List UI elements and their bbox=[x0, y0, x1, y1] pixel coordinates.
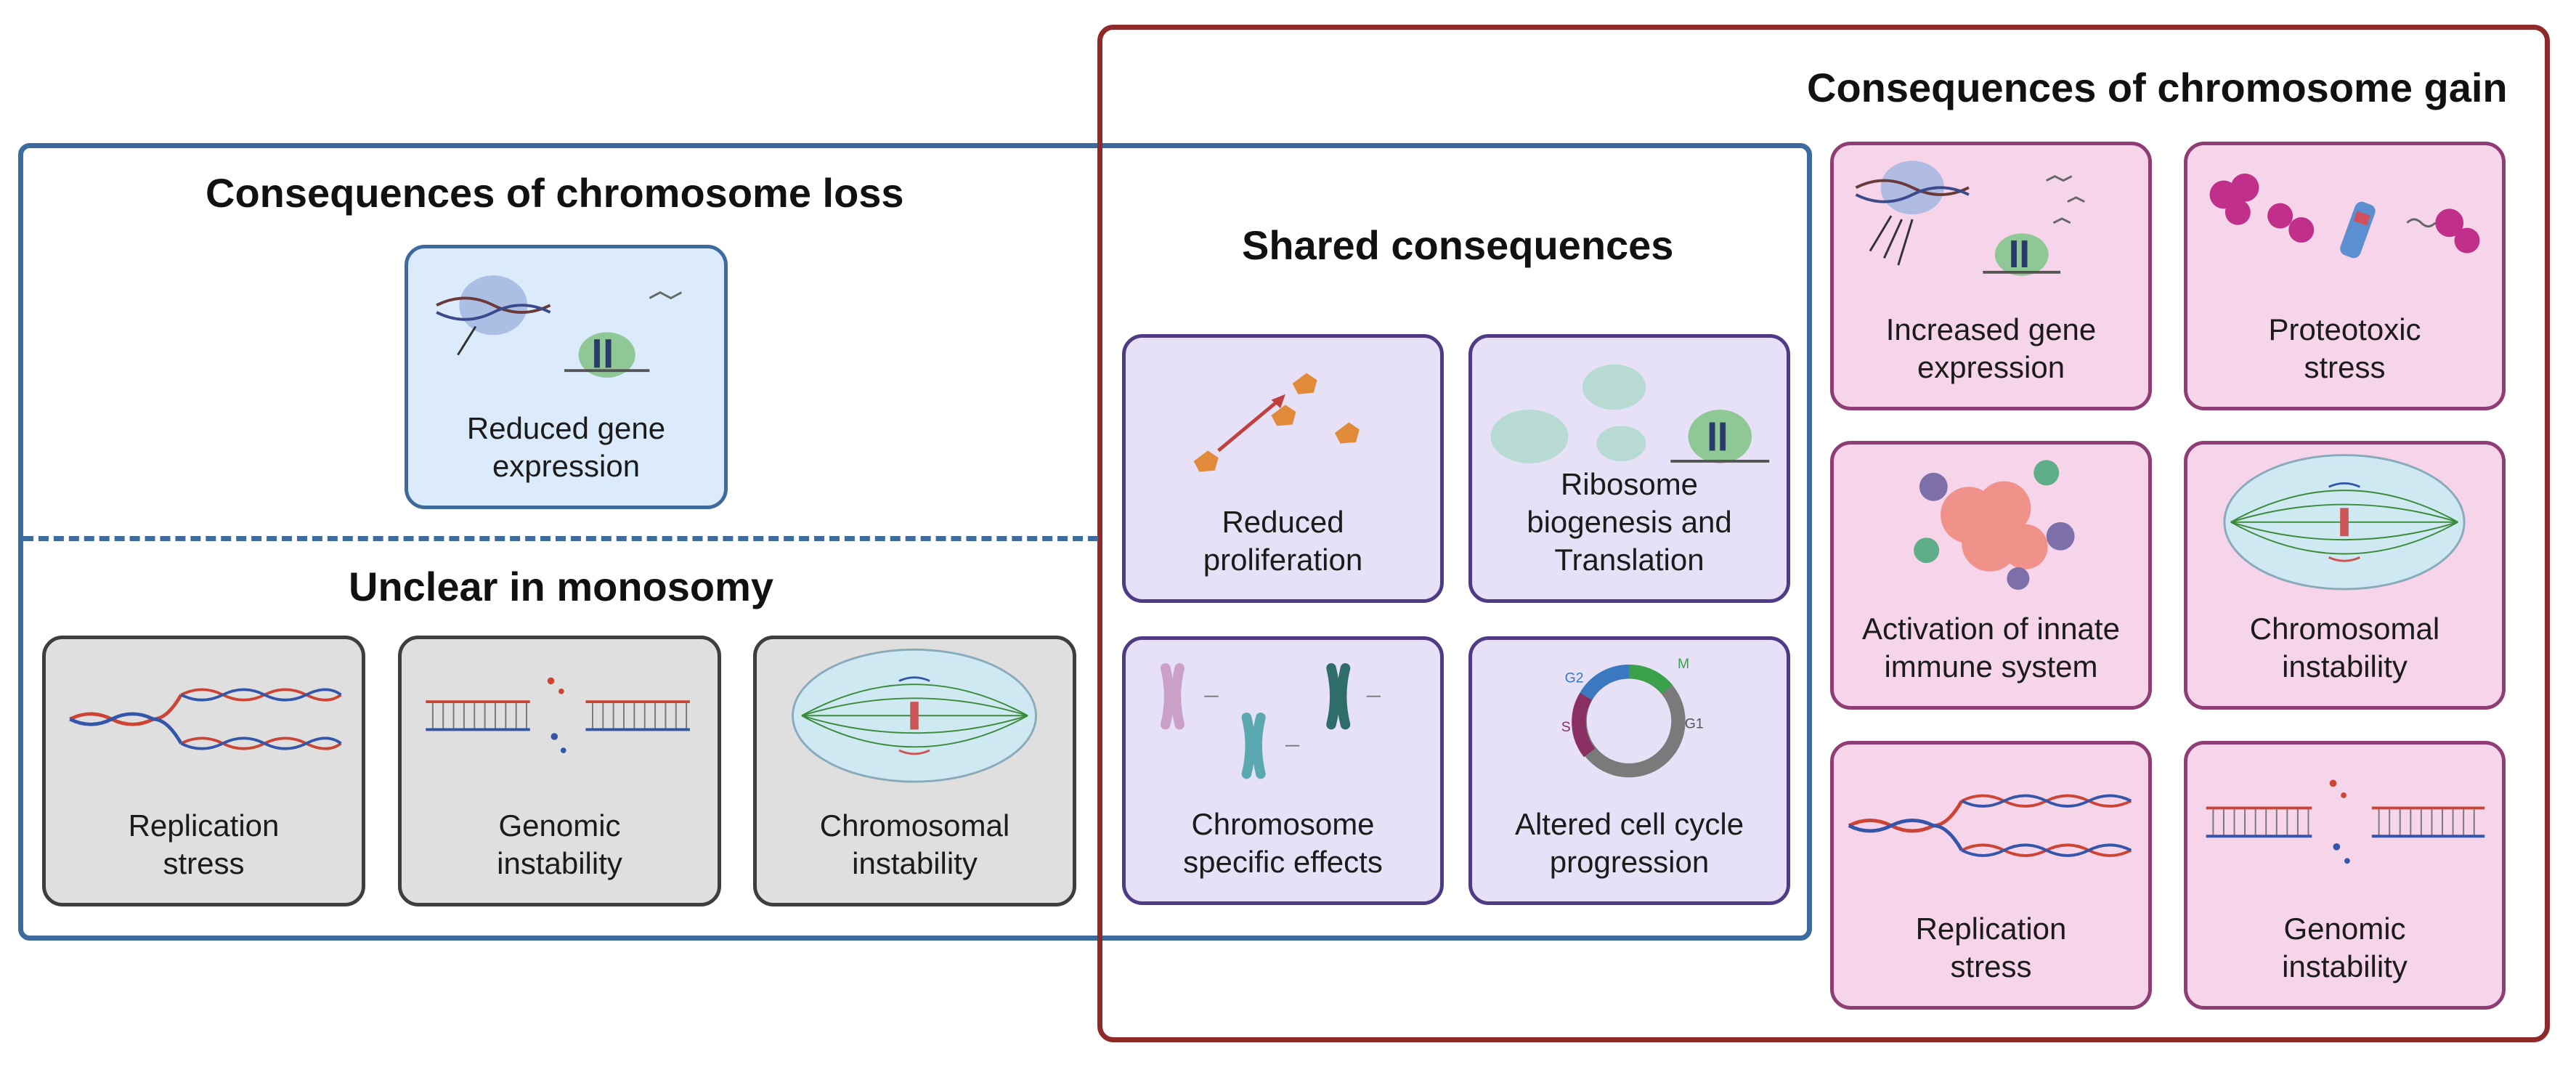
replication-fork-icon bbox=[1848, 794, 2132, 857]
chromosome-gain-frame bbox=[1097, 25, 2550, 1042]
card-label: Reduced gene expression bbox=[466, 411, 666, 483]
replication-fork-icon bbox=[69, 688, 342, 750]
card-altered-cell-cycle: M G1 S G2 Altered cell cycle progression bbox=[1468, 636, 1790, 905]
card-label: Genomic instability bbox=[2282, 912, 2408, 983]
monosomy-divider bbox=[23, 536, 1098, 541]
card-label: Proteotoxic stress bbox=[2268, 312, 2421, 384]
unclear-heading: Unclear in monosomy bbox=[349, 564, 774, 609]
cell-proliferation-icon bbox=[1193, 373, 1360, 472]
phase-s-label: S bbox=[1561, 719, 1571, 735]
phase-g1-label: G1 bbox=[1685, 715, 1704, 731]
card-label: Genomic instability bbox=[497, 808, 622, 880]
card-label: Reduced proliferation bbox=[1203, 505, 1363, 577]
ribosome-icon bbox=[1490, 364, 1770, 463]
card-proteotoxic-stress: Proteotoxic stress bbox=[2184, 142, 2506, 410]
card-label: Chromosomal instability bbox=[2249, 612, 2440, 683]
card-label: Replication stress bbox=[1915, 912, 2067, 983]
phase-m-label: M bbox=[1678, 656, 1689, 672]
card-chromosome-specific-effects: Chromosome specific effects bbox=[1122, 636, 1444, 905]
mitotic-spindle-icon bbox=[792, 648, 1037, 783]
gain-heading: Consequences of chromosome gain bbox=[1807, 65, 2508, 110]
card-label: Altered cell cycle progression bbox=[1514, 807, 1744, 879]
card-label: Ribosome biogenesis and Translation bbox=[1527, 467, 1732, 577]
card-label: Chromosomal instability bbox=[819, 808, 1010, 880]
card-label: Activation of innate immune system bbox=[1862, 612, 2120, 683]
gene-expression-icon bbox=[436, 275, 683, 378]
card-genomic-instability-gain: Genomic instability bbox=[2184, 741, 2506, 1010]
card-reduced-gene-expression: Reduced gene expression bbox=[405, 245, 728, 509]
card-reduced-proliferation: Reduced proliferation bbox=[1122, 334, 1444, 603]
phase-g2-label: G2 bbox=[1565, 670, 1584, 686]
card-chromosomal-instability-loss: Chromosomal instability bbox=[753, 636, 1076, 906]
card-label: Increased gene expression bbox=[1885, 312, 2097, 384]
shared-heading: Shared consequences bbox=[1242, 222, 1674, 268]
chromosome-icon bbox=[1161, 663, 1381, 779]
dna-break-icon bbox=[426, 677, 690, 753]
card-innate-immune: Activation of innate immune system bbox=[1830, 441, 2152, 710]
dna-break-icon bbox=[2206, 779, 2485, 864]
immune-cell-icon bbox=[1914, 460, 2075, 591]
loss-heading: Consequences of chromosome loss bbox=[206, 170, 904, 216]
cell-cycle-icon: M G1 S G2 bbox=[1561, 656, 1704, 778]
card-replication-stress-gain: Replication stress bbox=[1830, 741, 2152, 1010]
card-ribosome-biogenesis: Ribosome biogenesis and Translation bbox=[1468, 334, 1790, 603]
chromosome-loss-frame bbox=[18, 143, 1812, 941]
protein-aggregate-icon bbox=[2209, 173, 2480, 259]
card-label: Replication stress bbox=[128, 808, 280, 880]
gene-expression-icon bbox=[1855, 161, 2085, 276]
card-label: Chromosome specific effects bbox=[1183, 807, 1383, 879]
mitotic-spindle-icon bbox=[2223, 454, 2466, 591]
card-replication-stress-loss: Replication stress bbox=[42, 636, 365, 906]
card-chromosomal-instability-gain: Chromosomal instability bbox=[2184, 441, 2506, 710]
card-increased-gene-expression: Increased gene expression bbox=[1830, 142, 2152, 410]
card-genomic-instability-loss: Genomic instability bbox=[398, 636, 721, 906]
